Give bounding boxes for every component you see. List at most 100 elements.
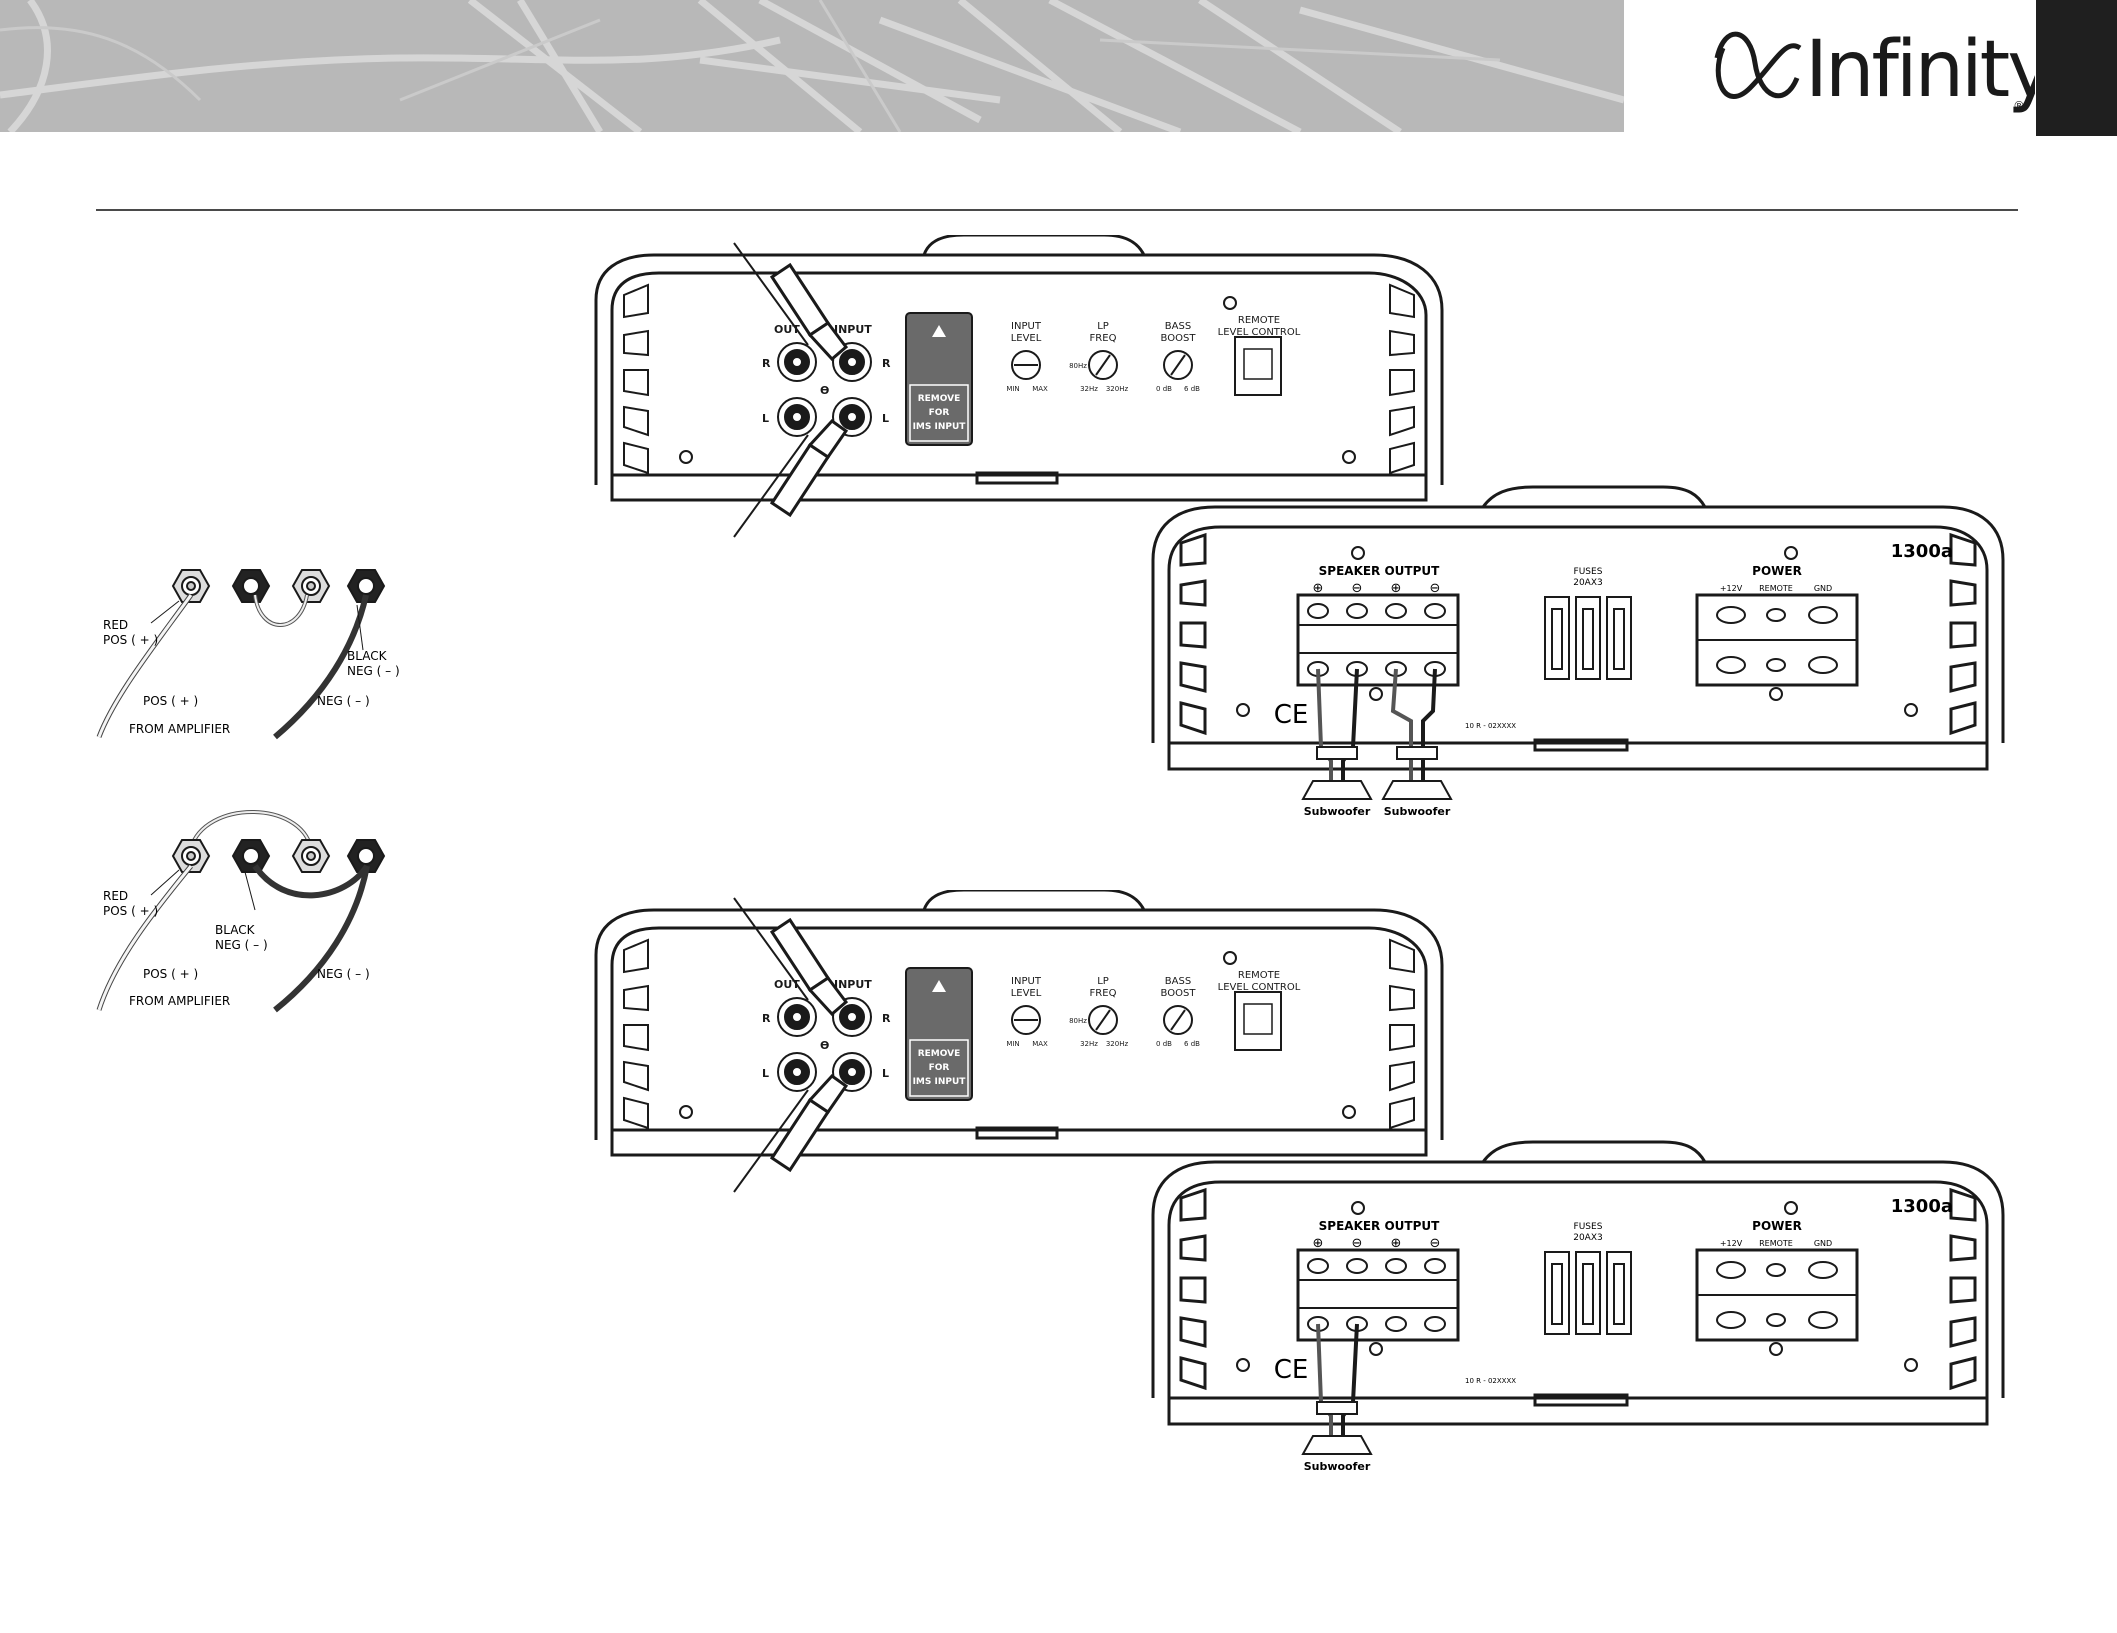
fuses-label-2: 20AX3 xyxy=(1573,1233,1603,1243)
serial-label: 10 R - 02XXXX xyxy=(1465,1377,1516,1385)
neg-label: NEG ( – ) xyxy=(215,938,268,952)
power-12v-label: +12V xyxy=(1720,584,1743,593)
neg-label: NEG ( – ) xyxy=(347,664,400,678)
remove-label-3: IMS INPUT xyxy=(913,1077,967,1087)
ce-mark: CE xyxy=(1274,700,1309,730)
remote-label-1: REMOTE xyxy=(1238,315,1280,326)
min-label: MIN xyxy=(1006,1040,1019,1048)
polarity-pos-1: ⊕ xyxy=(1313,1236,1324,1251)
input-label: INPUT xyxy=(834,323,872,336)
model-label: 1300a xyxy=(1891,541,1953,562)
bass-boost-label-2: BOOST xyxy=(1161,333,1197,344)
freq-low-label: 80Hz xyxy=(1069,1017,1087,1025)
black-label: BLACK xyxy=(347,649,388,663)
terminal-diagram-2: RED POS ( + ) BLACK NEG ( – ) POS ( + ) … xyxy=(96,810,386,1013)
remote-jack[interactable] xyxy=(1234,336,1282,396)
output-label: OUT xyxy=(774,978,800,991)
lp-freq-label-1: LP xyxy=(1097,976,1109,987)
subwoofer-label-1: Subwoofer xyxy=(1304,805,1371,815)
subwoofer-label-2: Subwoofer xyxy=(1384,805,1451,815)
amp-front-panel-2: REMOVE FOR IMS INPUT OUT INPUT R R L L ϴ… xyxy=(594,890,1444,1193)
power-12v-label: +12V xyxy=(1720,1239,1743,1248)
freq-a-label: 32Hz xyxy=(1080,1040,1098,1048)
min-label: MIN xyxy=(1006,385,1019,393)
input-level-label-1: INPUT xyxy=(1011,321,1042,332)
l-label-in: L xyxy=(882,412,889,425)
polarity-neg-1: ⊖ xyxy=(1352,1236,1363,1251)
power-remote-label: REMOTE xyxy=(1759,584,1793,593)
brand-name: Infinity xyxy=(1805,25,2035,115)
polarity-pos-2: ⊕ xyxy=(1391,581,1402,596)
polarity-pos-2: ⊕ xyxy=(1391,1236,1402,1251)
r-label-in: R xyxy=(882,357,891,370)
from-amplifier-label: FROM AMPLIFIER xyxy=(129,994,230,1008)
remote-label-2: LEVEL CONTROL xyxy=(1218,982,1301,993)
fuses-label-2: 20AX3 xyxy=(1573,578,1603,588)
remote-jack[interactable] xyxy=(1234,991,1282,1051)
fuses-label-1: FUSES xyxy=(1574,567,1603,577)
terminal-diagram-1: RED POS ( + ) BLACK NEG ( – ) POS ( + ) … xyxy=(96,569,400,740)
l-label-in: L xyxy=(882,1067,889,1080)
fuses-label-1: FUSES xyxy=(1574,1222,1603,1232)
theta-label: ϴ xyxy=(820,1039,829,1052)
bass-boost-label-1: BASS xyxy=(1165,321,1191,332)
neg-wire-label: NEG ( – ) xyxy=(317,694,370,708)
max-label: MAX xyxy=(1032,385,1048,393)
red-label: RED xyxy=(103,618,128,632)
boost-max-label: 6 dB xyxy=(1184,385,1200,393)
model-label: 1300a xyxy=(1891,1196,1953,1217)
freq-b-label: 320Hz xyxy=(1106,1040,1129,1048)
neg-wire-label: NEG ( – ) xyxy=(317,967,370,981)
power-label: POWER xyxy=(1752,1219,1802,1233)
speaker-output-label: SPEAKER OUTPUT xyxy=(1319,564,1441,578)
infinity-logo: Infinity ® xyxy=(1714,25,2035,115)
remove-label-1: REMOVE xyxy=(918,394,961,404)
remove-label-2: FOR xyxy=(929,1063,950,1073)
speaker-output-label: SPEAKER OUTPUT xyxy=(1319,1219,1441,1233)
boost-min-label: 0 dB xyxy=(1156,1040,1172,1048)
remote-label-2: LEVEL CONTROL xyxy=(1218,327,1301,338)
boost-max-label: 6 dB xyxy=(1184,1040,1200,1048)
freq-b-label: 320Hz xyxy=(1106,385,1129,393)
max-label: MAX xyxy=(1032,1040,1048,1048)
remove-label-1: REMOVE xyxy=(918,1049,961,1059)
amp-back-panel-1: Subwoofer Subwoofer SPEAKER OUTPUT ⊕ ⊖ ⊕… xyxy=(1151,485,2005,815)
ce-mark: CE xyxy=(1274,1355,1309,1385)
l-label-out: L xyxy=(762,412,769,425)
r-label-out: R xyxy=(762,1012,771,1025)
input-level-label-2: LEVEL xyxy=(1011,333,1042,344)
theta-label: ϴ xyxy=(820,384,829,397)
freq-a-label: 32Hz xyxy=(1080,385,1098,393)
polarity-neg-2: ⊖ xyxy=(1430,1236,1441,1251)
black-label: BLACK xyxy=(215,923,256,937)
pos-wire-label: POS ( + ) xyxy=(143,967,198,981)
red-label: RED xyxy=(103,889,128,903)
amp-front-panel-1: REMOVE FOR IMS INPUT OUT INPUT R R L L ϴ… xyxy=(594,235,1444,538)
amp-back-panel-2: Subwoofer SPEAKER OUTPUT ⊕ ⊖ ⊕ ⊖ FUSES 2… xyxy=(1151,1140,2005,1470)
input-label: INPUT xyxy=(834,978,872,991)
remove-label-3: IMS INPUT xyxy=(913,422,967,432)
divider-rule xyxy=(96,209,2018,211)
l-label-out: L xyxy=(762,1067,769,1080)
bass-boost-label-1: BASS xyxy=(1165,976,1191,987)
polarity-neg-1: ⊖ xyxy=(1352,581,1363,596)
input-level-label-2: LEVEL xyxy=(1011,988,1042,999)
registered-mark: ® xyxy=(2013,99,2025,113)
r-label-out: R xyxy=(762,357,771,370)
subwoofer-label-1: Subwoofer xyxy=(1304,1460,1371,1470)
power-gnd-label: GND xyxy=(1814,1239,1832,1248)
input-level-label-1: INPUT xyxy=(1011,976,1042,987)
power-gnd-label: GND xyxy=(1814,584,1832,593)
pos-wire-label: POS ( + ) xyxy=(143,694,198,708)
lp-freq-label-2: FREQ xyxy=(1090,988,1117,999)
power-remote-label: REMOTE xyxy=(1759,1239,1793,1248)
remote-label-1: REMOTE xyxy=(1238,970,1280,981)
polarity-pos-1: ⊕ xyxy=(1313,581,1324,596)
pos-label: POS ( + ) xyxy=(103,904,158,918)
pos-label: POS ( + ) xyxy=(103,633,158,647)
header-banner xyxy=(0,0,1624,132)
freq-low-label: 80Hz xyxy=(1069,362,1087,370)
polarity-neg-2: ⊖ xyxy=(1430,581,1441,596)
output-label: OUT xyxy=(774,323,800,336)
bass-boost-label-2: BOOST xyxy=(1161,988,1197,999)
